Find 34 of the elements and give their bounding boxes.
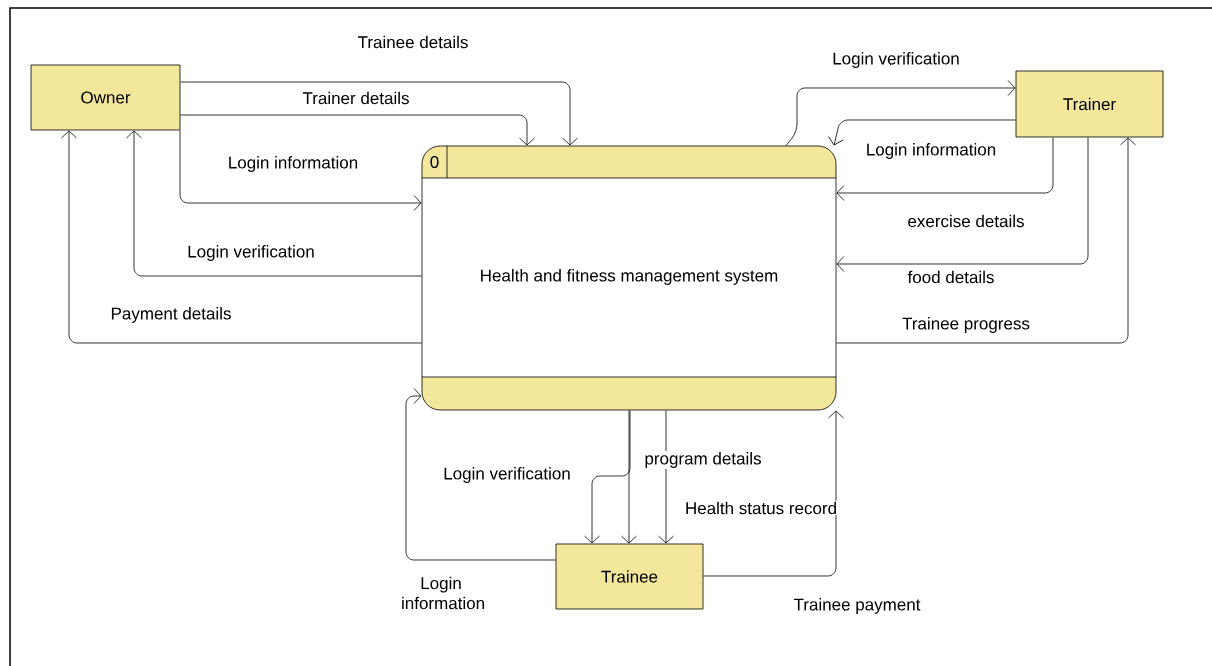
edge-label: Health status record: [683, 500, 839, 516]
edge-label: Trainee payment: [792, 597, 922, 615]
arrow: [658, 410, 674, 544]
edge-label: program details: [643, 451, 763, 469]
edge-label: food details: [906, 269, 996, 285]
arrow: [61, 130, 422, 344]
arrow: [179, 130, 422, 211]
arrow: [703, 410, 844, 577]
edge-label: Trainee details: [356, 34, 470, 50]
edge-label: Login information: [226, 155, 360, 173]
arrow: [180, 114, 535, 146]
edge-label: Login information: [400, 575, 484, 611]
edge-label: Trainer details: [301, 90, 411, 106]
entity-box: Trainee: [555, 543, 704, 610]
process-box: 0 Health and fitness management system: [421, 145, 837, 411]
edge-label: Login verification: [442, 466, 572, 484]
arrow: [785, 80, 1016, 146]
arrow: [621, 410, 637, 544]
arrow: [828, 119, 1016, 146]
edge-label: Trainee progress: [901, 316, 1031, 334]
arrow: [405, 388, 556, 561]
edge-label: Login verification: [831, 51, 961, 69]
arrow: [126, 130, 422, 277]
arrow: [836, 137, 1089, 272]
arrow: [584, 410, 631, 544]
arrow: [836, 137, 1136, 344]
edge-label: Login information: [864, 142, 998, 160]
entity-box: Trainer: [1015, 70, 1164, 138]
edge-label: Payment details: [109, 306, 233, 324]
edge-label: exercise details: [906, 213, 1026, 229]
entity-box: Owner: [30, 64, 181, 131]
arrow: [836, 137, 1054, 201]
edge-label: Login verification: [186, 244, 316, 262]
arrow: [180, 81, 578, 146]
